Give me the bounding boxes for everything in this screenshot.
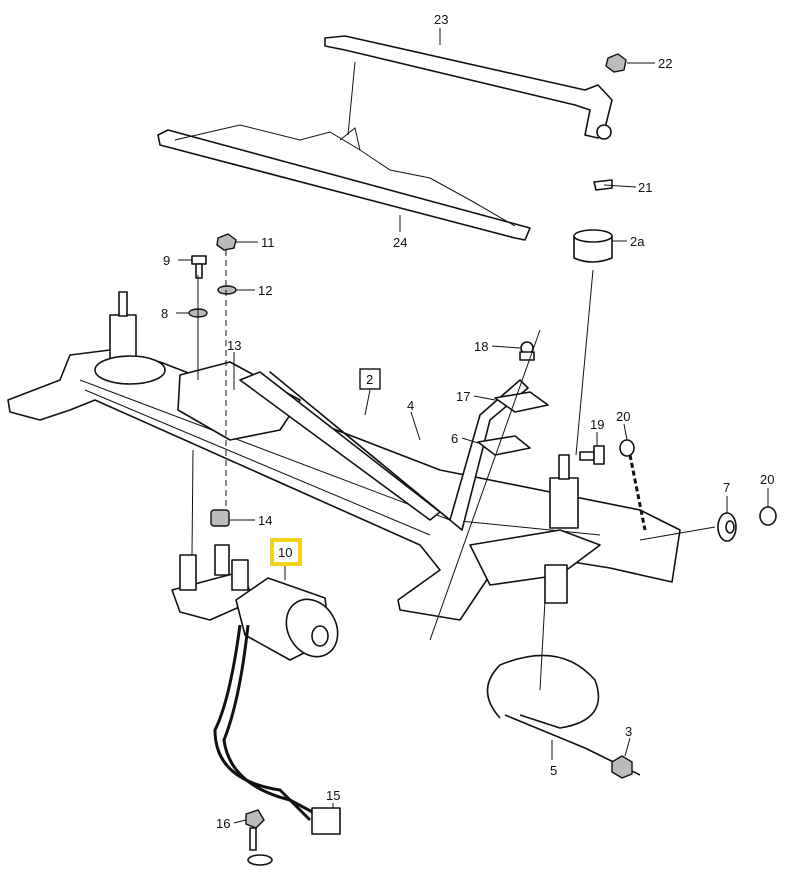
clip-18 <box>519 341 535 361</box>
nut-11 <box>216 233 237 251</box>
callout-18[interactable]: 18 <box>474 339 488 354</box>
wiper-frame <box>7 349 681 621</box>
callout-14[interactable]: 14 <box>258 513 272 528</box>
callout-22[interactable]: 22 <box>658 56 672 71</box>
callout-23[interactable]: 23 <box>434 12 448 27</box>
callout-labels: 23 22 21 2a 24 11 9 12 8 13 18 2 4 17 6 … <box>161 12 774 831</box>
bushing-20 <box>619 439 635 457</box>
callout-12[interactable]: 12 <box>258 283 272 298</box>
rubber-6 <box>477 435 531 456</box>
callout-20-right[interactable]: 20 <box>760 472 774 487</box>
nut-3 <box>611 755 633 779</box>
callout-3[interactable]: 3 <box>625 724 632 739</box>
cable-5 <box>486 654 600 729</box>
rubber-17 <box>494 391 549 413</box>
wiper-arm <box>324 35 613 140</box>
bushing-20-right <box>759 506 777 526</box>
callout-7[interactable]: 7 <box>723 480 730 495</box>
bushing-2a <box>573 229 613 263</box>
callout-4[interactable]: 4 <box>407 398 414 413</box>
washer-12 <box>217 285 237 295</box>
leader-lines <box>176 28 769 824</box>
callout-16[interactable]: 16 <box>216 816 230 831</box>
nut-22 <box>605 53 627 73</box>
spindle-housing-right <box>549 454 579 529</box>
bushing-14 <box>210 509 230 527</box>
washer-21 <box>593 179 613 191</box>
bolt-16 <box>245 809 273 866</box>
callout-24[interactable]: 24 <box>393 235 407 250</box>
grommet-7 <box>717 512 737 542</box>
callout-10[interactable]: 10 <box>278 545 292 560</box>
callout-19[interactable]: 19 <box>590 417 604 432</box>
callout-13[interactable]: 13 <box>227 338 241 353</box>
callout-highlight-10 <box>270 538 302 566</box>
callout-8[interactable]: 8 <box>161 306 168 321</box>
callout-2a[interactable]: 2a <box>630 234 645 249</box>
spindle-housing-left <box>94 291 166 385</box>
callout-21[interactable]: 21 <box>638 180 652 195</box>
connector-15 <box>311 807 341 835</box>
callout-9[interactable]: 9 <box>163 253 170 268</box>
motor-cable <box>213 624 312 822</box>
callout-20[interactable]: 20 <box>616 409 630 424</box>
bolt-19 <box>579 445 605 465</box>
callout-5[interactable]: 5 <box>550 763 557 778</box>
callout-2[interactable]: 2 <box>366 372 373 387</box>
callout-11[interactable]: 11 <box>261 235 275 250</box>
callout-17[interactable]: 17 <box>456 389 470 404</box>
wiper-motor <box>171 544 339 661</box>
callout-box-2 <box>359 368 381 390</box>
callout-15[interactable]: 15 <box>326 788 340 803</box>
callout-6[interactable]: 6 <box>451 431 458 446</box>
wiper-blade <box>157 124 531 241</box>
bolt-9 <box>191 255 207 279</box>
